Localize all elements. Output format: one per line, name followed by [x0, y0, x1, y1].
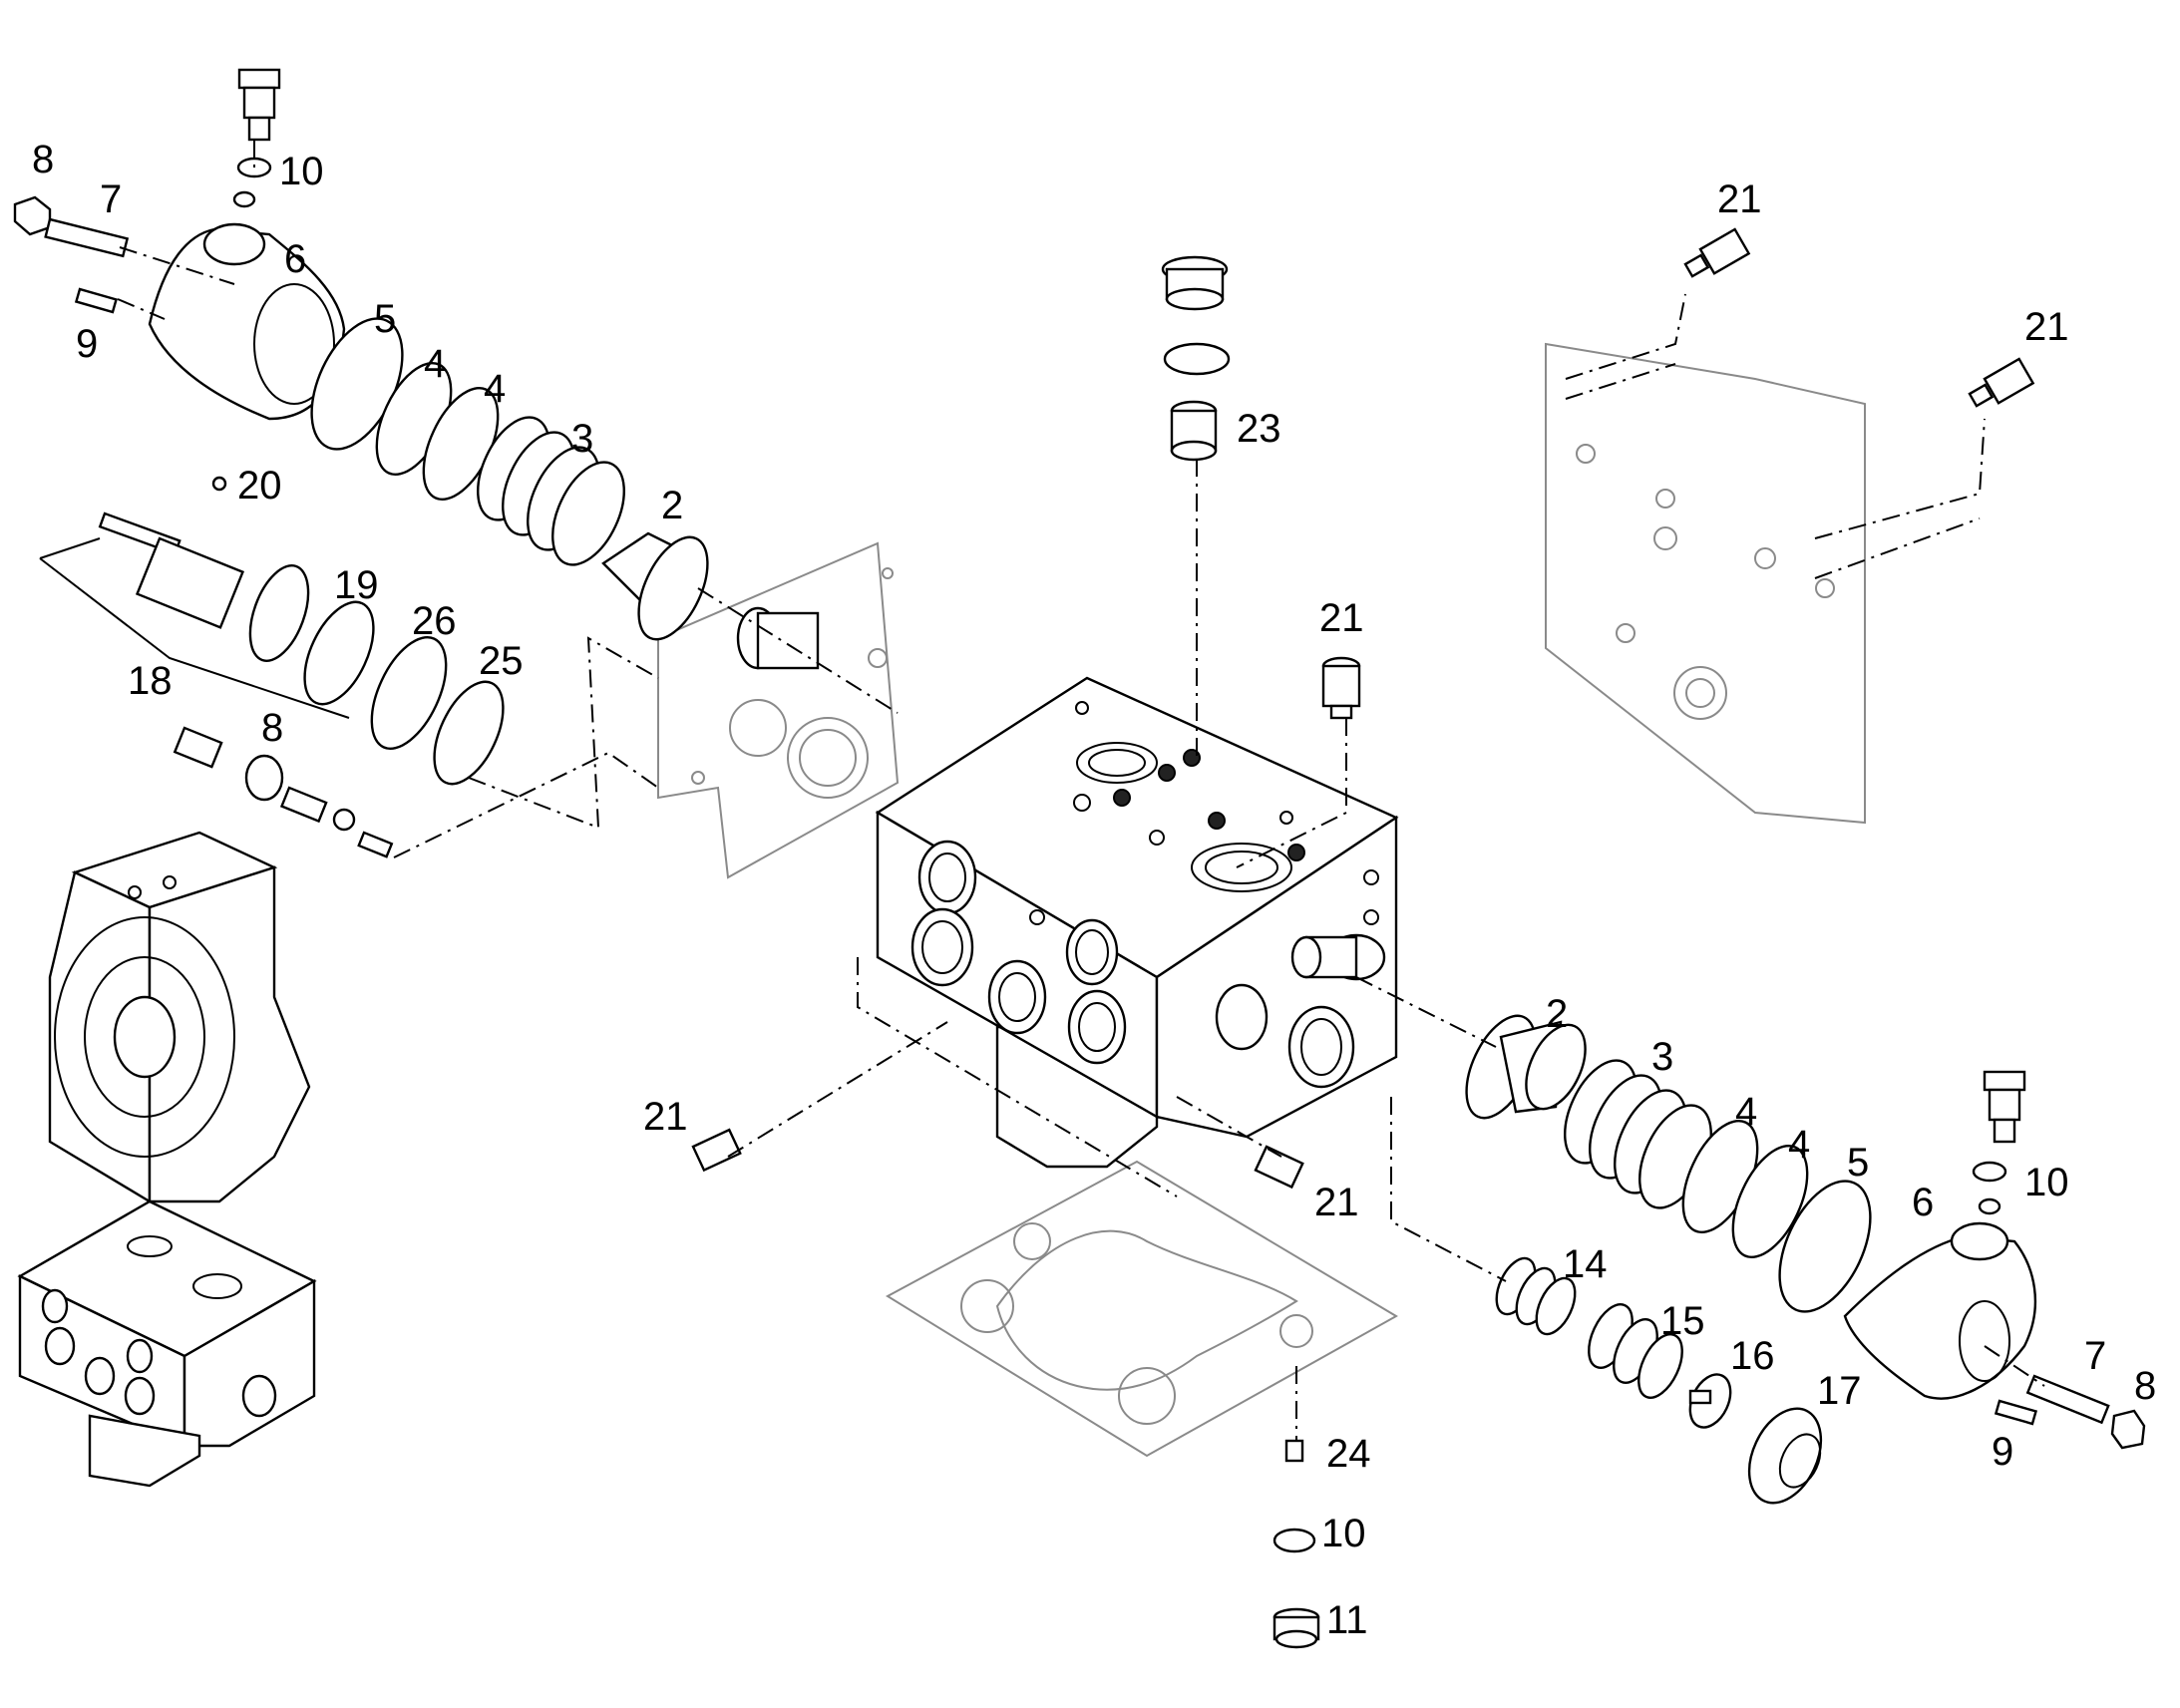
plug-top	[1161, 255, 1229, 311]
label-23: 23	[1237, 407, 1281, 451]
plug-11	[1272, 1607, 1320, 1649]
label-8b: 8	[261, 706, 284, 750]
washer-10b	[1978, 1197, 2001, 1215]
label-24: 24	[1326, 1432, 1371, 1476]
plug-21b	[1968, 357, 2035, 408]
label-20: 20	[237, 464, 282, 508]
nut-8c	[2110, 1409, 2146, 1450]
piston-2a	[601, 531, 709, 641]
label-21b: 21	[2024, 305, 2069, 349]
block-thumbnail-lower	[17, 1199, 317, 1488]
housing-thumbnail-upper	[48, 831, 311, 1204]
label-17: 17	[1817, 1369, 1862, 1413]
label-5b: 5	[1847, 1141, 1870, 1185]
plug-21a	[1683, 227, 1751, 278]
nut-8b	[244, 754, 284, 802]
spring-3a	[477, 416, 625, 566]
bolt-7a	[44, 217, 130, 258]
spring-8b	[279, 786, 328, 824]
piston-bore	[736, 606, 820, 670]
washer-10a	[232, 190, 256, 208]
cover-6b	[1843, 1221, 2037, 1400]
label-8a: 8	[32, 138, 55, 181]
ball-8b	[332, 808, 356, 832]
label-26: 26	[412, 599, 457, 643]
label-19: 19	[334, 563, 379, 607]
label-8c: 8	[2134, 1364, 2157, 1408]
label-4a: 4	[424, 342, 447, 386]
orifice-23	[1170, 400, 1218, 462]
label-4d: 4	[1788, 1123, 1811, 1167]
label-21a: 21	[1717, 177, 1762, 221]
screw-24	[1284, 1439, 1304, 1463]
fitting-10a	[237, 68, 281, 142]
screw-8b-1	[173, 726, 223, 769]
gasket-plate-left	[657, 541, 900, 879]
ring-25	[433, 680, 505, 786]
nut-8a	[13, 195, 52, 236]
label-10c: 10	[1321, 1512, 1366, 1555]
spring-14	[1495, 1256, 1577, 1336]
plug-21e	[1254, 1145, 1304, 1190]
main-valve-block	[875, 676, 1399, 1169]
label-9b: 9	[1992, 1430, 2014, 1474]
label-3b: 3	[1651, 1035, 1674, 1079]
label-14: 14	[1563, 1242, 1608, 1286]
piston-2b	[1465, 1014, 1587, 1120]
poppet-16	[1688, 1373, 1732, 1429]
label-6b: 6	[1912, 1181, 1935, 1224]
spring-3b	[1564, 1059, 1712, 1209]
plug-17	[1747, 1407, 1823, 1505]
label-11: 11	[1326, 1598, 1368, 1642]
label-6a: 6	[284, 237, 307, 281]
plug-21c	[1321, 656, 1361, 720]
gasket-plate-bottom	[886, 1160, 1398, 1458]
plug-21d	[691, 1128, 742, 1173]
label-9a: 9	[76, 322, 99, 366]
o-ring-top	[1163, 342, 1231, 376]
assembly-lines	[117, 140, 2045, 1441]
label-10a: 10	[279, 150, 324, 193]
cartridge-18	[39, 476, 350, 719]
label-2b: 2	[1546, 992, 1569, 1036]
label-15: 15	[1660, 1299, 1705, 1343]
label-3a: 3	[571, 417, 594, 461]
label-2a: 2	[661, 484, 684, 527]
o-ring-10c	[1272, 1528, 1316, 1553]
screw-9a	[74, 287, 119, 314]
ring-4d	[1731, 1144, 1809, 1259]
ring-26	[370, 635, 448, 751]
label-25: 25	[479, 639, 524, 683]
label-10b: 10	[2024, 1161, 2069, 1204]
label-21d: 21	[643, 1095, 688, 1139]
label-21e: 21	[1314, 1181, 1359, 1224]
label-4c: 4	[1735, 1090, 1758, 1134]
fitting-10b	[1983, 1070, 2026, 1144]
o-ring-5b	[1778, 1180, 1872, 1313]
label-21c: 21	[1319, 596, 1364, 640]
label-18: 18	[128, 659, 173, 703]
plug-8b	[357, 831, 394, 858]
screw-9b	[1994, 1399, 2038, 1426]
bolt-7b	[2025, 1374, 2110, 1425]
o-ring-19	[303, 600, 375, 706]
label-7b: 7	[2084, 1334, 2107, 1378]
o-ring-10b	[1972, 1161, 2007, 1183]
label-16: 16	[1730, 1334, 1775, 1378]
gasket-plate-right	[1545, 342, 1866, 825]
cover-6a	[148, 222, 346, 421]
label-7a: 7	[100, 177, 123, 221]
label-5a: 5	[374, 297, 397, 341]
spring-15	[1588, 1303, 1683, 1399]
label-4b: 4	[484, 367, 507, 411]
